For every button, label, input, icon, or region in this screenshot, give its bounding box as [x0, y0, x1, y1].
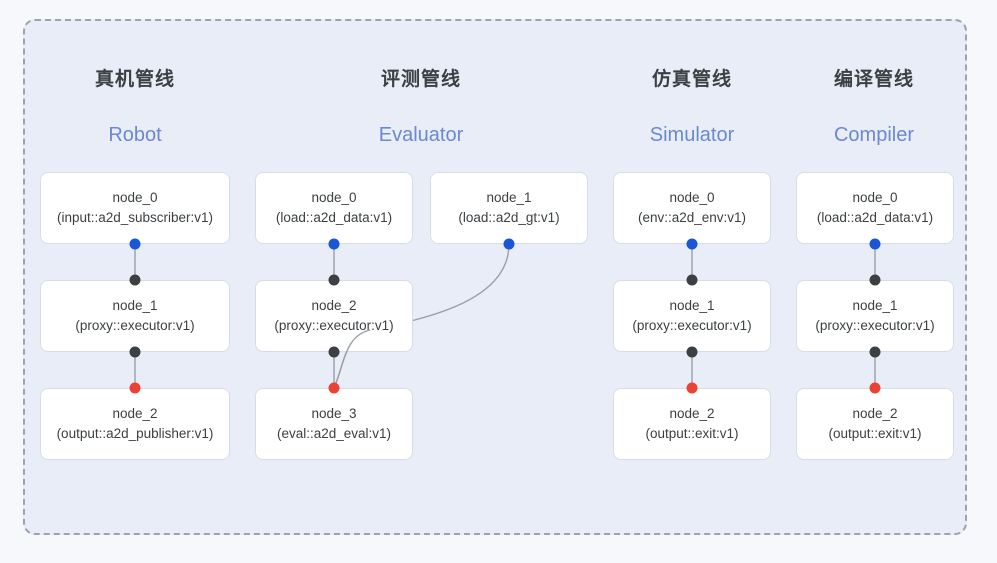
- port-out-simulator-0[interactable]: [686, 238, 698, 250]
- node-compiler-2[interactable]: node_2 (output::exit:v1): [796, 388, 954, 460]
- node-spec: (input::a2d_subscriber:v1): [56, 210, 214, 225]
- column-title-en-simulator: Simulator: [649, 124, 735, 146]
- node-spec: (output::a2d_publisher:v1): [56, 426, 214, 441]
- column-title-en-compiler: Compiler: [833, 124, 915, 146]
- node-name: node_0: [669, 190, 715, 205]
- node-name: node_2: [669, 406, 715, 421]
- node-name: node_3: [311, 406, 357, 421]
- port-out-evaluator-0[interactable]: [328, 238, 340, 250]
- column-title-cn-evaluator: 评测管线: [380, 69, 461, 90]
- node-name: node_1: [852, 298, 898, 313]
- node-compiler-1[interactable]: node_1 (proxy::executor:v1): [796, 280, 954, 352]
- port-out-compiler-1[interactable]: [869, 346, 881, 358]
- column-title-en-robot: Robot: [108, 124, 162, 146]
- column-title-cn-simulator: 仿真管线: [651, 69, 732, 90]
- node-name: node_0: [112, 190, 158, 205]
- node-spec: (env::a2d_env:v1): [637, 210, 747, 225]
- column-title-cn-compiler: 编译管线: [833, 69, 914, 90]
- node-name: node_0: [311, 190, 357, 205]
- port-out-robot-0[interactable]: [129, 238, 141, 250]
- node-name: node_2: [112, 406, 158, 421]
- port-out-compiler-0[interactable]: [869, 238, 881, 250]
- node-name: node_1: [486, 190, 532, 205]
- node-spec: (load::a2d_data:v1): [816, 210, 934, 225]
- port-in-compiler-1[interactable]: [869, 274, 881, 286]
- node-name: node_2: [311, 298, 357, 313]
- port-in-compiler-2[interactable]: [869, 382, 881, 394]
- node-evaluator-3[interactable]: node_3 (eval::a2d_eval:v1): [255, 388, 413, 460]
- node-robot-1[interactable]: node_1 (proxy::executor:v1): [40, 280, 230, 352]
- node-simulator-2[interactable]: node_2 (output::exit:v1): [613, 388, 771, 460]
- node-robot-0[interactable]: node_0 (input::a2d_subscriber:v1): [40, 172, 230, 244]
- port-in-robot-1[interactable]: [129, 274, 141, 286]
- node-robot-2[interactable]: node_2 (output::a2d_publisher:v1): [40, 388, 230, 460]
- node-compiler-0[interactable]: node_0 (load::a2d_data:v1): [796, 172, 954, 244]
- node-evaluator-2[interactable]: node_2 (proxy::executor:v1): [255, 280, 413, 352]
- node-spec: (proxy::executor:v1): [274, 318, 394, 333]
- node-spec: (proxy::executor:v1): [75, 318, 195, 333]
- port-out-robot-1[interactable]: [129, 346, 141, 358]
- port-in-simulator-1[interactable]: [686, 274, 698, 286]
- port-out-simulator-1[interactable]: [686, 346, 698, 358]
- node-spec: (proxy::executor:v1): [632, 318, 752, 333]
- node-evaluator-0[interactable]: node_0 (load::a2d_data:v1): [255, 172, 413, 244]
- node-name: node_1: [669, 298, 715, 313]
- node-name: node_1: [112, 298, 158, 313]
- column-title-en-evaluator: Evaluator: [378, 124, 464, 146]
- node-name: node_2: [852, 406, 898, 421]
- node-evaluator-1[interactable]: node_1 (load::a2d_gt:v1): [430, 172, 588, 244]
- node-spec: (proxy::executor:v1): [815, 318, 935, 333]
- node-spec: (output::exit:v1): [645, 426, 739, 441]
- node-spec: (load::a2d_data:v1): [275, 210, 393, 225]
- node-spec: (load::a2d_gt:v1): [458, 210, 560, 225]
- node-spec: (output::exit:v1): [828, 426, 922, 441]
- port-in-evaluator-3[interactable]: [328, 382, 340, 394]
- node-spec: (eval::a2d_eval:v1): [276, 426, 392, 441]
- port-in-simulator-2[interactable]: [686, 382, 698, 394]
- column-title-cn-robot: 真机管线: [94, 69, 175, 90]
- node-simulator-1[interactable]: node_1 (proxy::executor:v1): [613, 280, 771, 352]
- node-simulator-0[interactable]: node_0 (env::a2d_env:v1): [613, 172, 771, 244]
- port-out-evaluator-1[interactable]: [503, 238, 515, 250]
- port-in-evaluator-2[interactable]: [328, 274, 340, 286]
- port-out-evaluator-2[interactable]: [328, 346, 340, 358]
- port-in-robot-2[interactable]: [129, 382, 141, 394]
- node-name: node_0: [852, 190, 898, 205]
